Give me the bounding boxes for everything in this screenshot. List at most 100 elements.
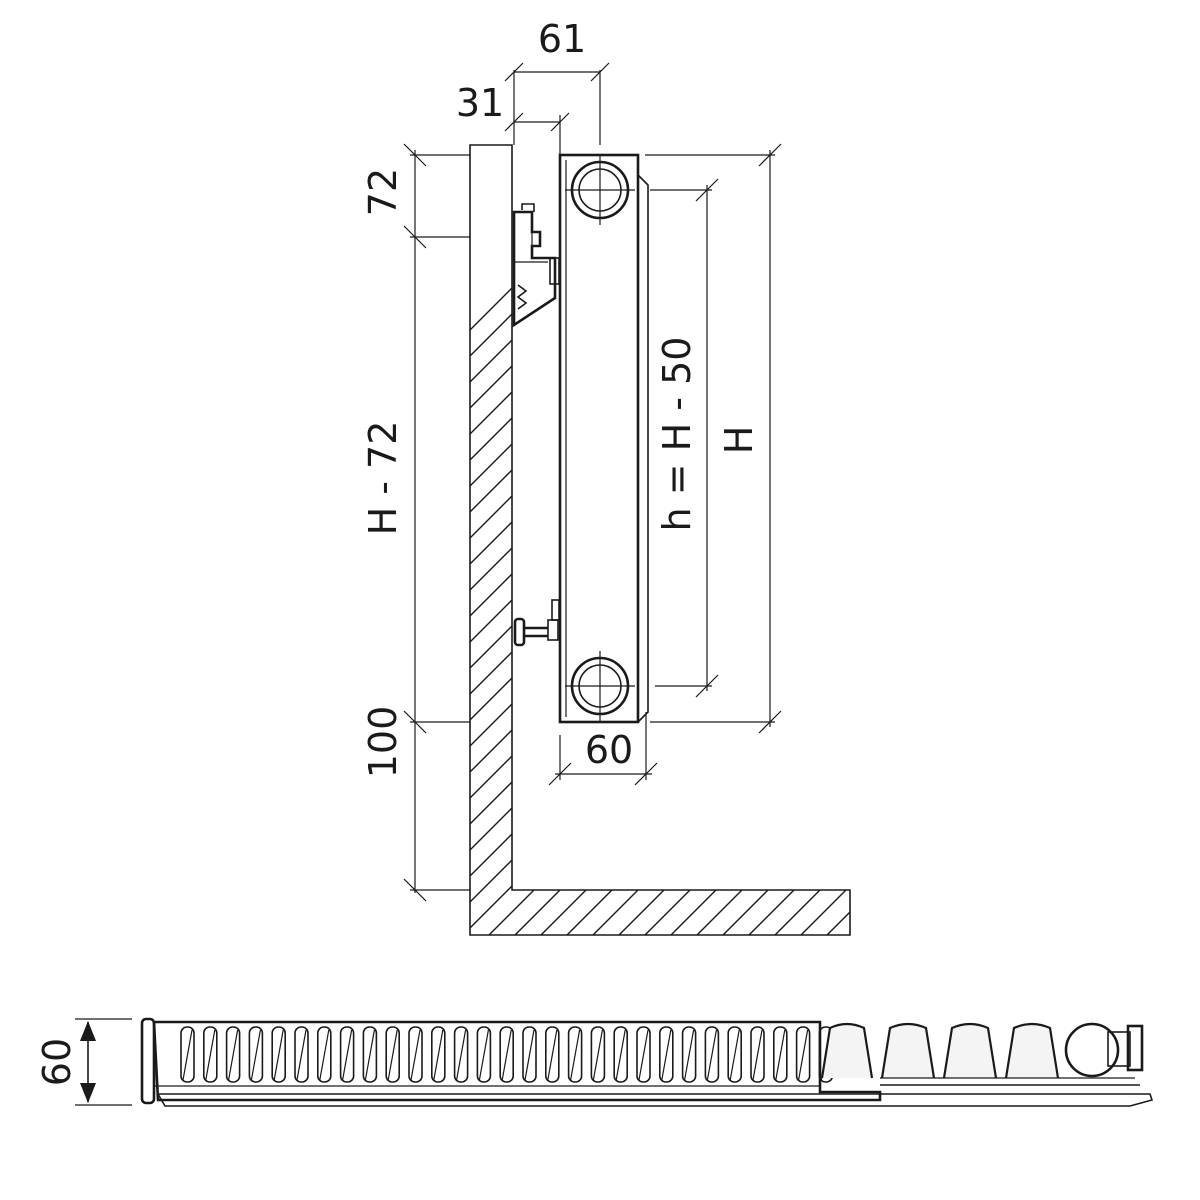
hatch-line bbox=[635, 145, 850, 935]
convector-slot bbox=[339, 1026, 355, 1083]
hatch-line bbox=[817, 145, 850, 935]
wall-and-floor bbox=[469, 100, 1200, 1100]
convector-slot bbox=[430, 1026, 446, 1083]
slot-stroke bbox=[570, 1029, 581, 1081]
dimension-lines bbox=[403, 62, 782, 902]
hatch-line bbox=[470, 145, 850, 935]
convector-slot bbox=[408, 1026, 423, 1083]
convector-slot bbox=[362, 1026, 378, 1083]
hatch-line bbox=[470, 145, 850, 935]
convector-slot bbox=[476, 1026, 492, 1083]
slot-stroke bbox=[798, 1029, 809, 1081]
hatch-line bbox=[470, 145, 850, 935]
convector-fin bbox=[942, 1022, 998, 1079]
hatch-line bbox=[470, 145, 850, 935]
hatch-line bbox=[739, 145, 850, 935]
convector-slot bbox=[499, 1026, 515, 1083]
hatch-line bbox=[470, 145, 850, 935]
convector-slot bbox=[544, 1026, 560, 1083]
hatch-line bbox=[713, 145, 850, 935]
slot-stroke bbox=[775, 1029, 786, 1081]
slot-stroke bbox=[433, 1029, 444, 1081]
slot-stroke bbox=[638, 1029, 649, 1081]
radiator-rear-edge bbox=[637, 174, 649, 723]
convector-slot bbox=[613, 1026, 629, 1083]
hatch-line bbox=[470, 145, 701, 935]
slot-stroke bbox=[706, 1029, 717, 1081]
hatch-line bbox=[470, 145, 850, 935]
slot-stroke bbox=[250, 1029, 261, 1081]
convector-slot bbox=[271, 1026, 287, 1083]
hatch-line bbox=[479, 145, 850, 935]
hatch-line bbox=[470, 145, 850, 935]
convector-slot bbox=[180, 1026, 195, 1083]
convector-slot bbox=[636, 1026, 651, 1083]
section-casing bbox=[152, 1020, 882, 1102]
convector-fin bbox=[1004, 1022, 1060, 1079]
slot-stroke bbox=[205, 1029, 216, 1081]
dim-top-offset-label: 72 bbox=[361, 168, 405, 216]
hatch-line bbox=[531, 145, 850, 935]
dim-bracket-span-label: H - 72 bbox=[361, 421, 405, 536]
slot-stroke bbox=[729, 1029, 740, 1081]
slot-stroke bbox=[684, 1029, 695, 1081]
convector-slot bbox=[522, 1026, 537, 1083]
slot-stroke bbox=[342, 1029, 353, 1081]
slot-stroke bbox=[296, 1029, 307, 1081]
hatch-line bbox=[896, 100, 1200, 1100]
hatch-line bbox=[791, 145, 850, 935]
slot-stroke bbox=[592, 1029, 603, 1081]
hatch-line bbox=[470, 145, 850, 935]
slot-stroke bbox=[456, 1029, 467, 1081]
convector-slot bbox=[567, 1026, 583, 1083]
hatch-line bbox=[470, 145, 850, 935]
convector-slot bbox=[681, 1026, 697, 1083]
slot-stroke bbox=[364, 1029, 375, 1081]
slot-stroke bbox=[524, 1029, 535, 1081]
upper-wall-bracket-icon bbox=[512, 203, 560, 328]
hatch-line bbox=[609, 145, 850, 935]
dim-connection-distance-label: h = H - 50 bbox=[655, 337, 699, 532]
hatch-line bbox=[470, 145, 850, 935]
dim-bottom-offset-label: 100 bbox=[361, 706, 405, 779]
slot-stroke bbox=[501, 1029, 512, 1081]
hatch-line bbox=[687, 145, 850, 935]
hatch-line bbox=[765, 145, 850, 935]
lower-wall-bracket-icon bbox=[513, 599, 560, 647]
hatch-line bbox=[470, 145, 850, 935]
hatch-line bbox=[470, 145, 850, 935]
slot-stroke bbox=[273, 1029, 284, 1081]
convector-fin bbox=[820, 1022, 874, 1079]
slot-stroke bbox=[228, 1029, 239, 1081]
convector-slot bbox=[248, 1026, 264, 1083]
hatch-line bbox=[470, 145, 850, 935]
slot-stroke bbox=[387, 1029, 398, 1081]
wall-hatching bbox=[470, 100, 1200, 1100]
convector-fin bbox=[880, 1022, 936, 1079]
section-bottom-plate bbox=[156, 1093, 1154, 1107]
slot-stroke bbox=[661, 1029, 672, 1081]
slot-stroke bbox=[547, 1029, 558, 1081]
convector-slot bbox=[772, 1026, 788, 1083]
hatch-line bbox=[470, 145, 850, 935]
slot-stroke bbox=[182, 1029, 193, 1081]
radiator-body bbox=[558, 153, 640, 724]
dim-section-depth-label: 60 bbox=[35, 1038, 79, 1086]
hatch-line bbox=[470, 145, 850, 935]
hatch-line bbox=[470, 145, 850, 935]
convector-slot bbox=[453, 1026, 469, 1083]
hatch-line bbox=[470, 145, 779, 935]
wall-outline bbox=[469, 144, 851, 936]
convector-slot bbox=[203, 1026, 218, 1083]
dim-panel-depth-label: 60 bbox=[585, 728, 633, 772]
hatch-line bbox=[583, 145, 850, 935]
convector-slot bbox=[658, 1026, 674, 1083]
convector-slot bbox=[385, 1026, 401, 1083]
bottom-connection-icon bbox=[565, 651, 635, 721]
hatch-line bbox=[470, 145, 850, 935]
section-convector-slots bbox=[180, 1026, 834, 1083]
radiator-side-view bbox=[558, 153, 649, 724]
hatch-line bbox=[470, 145, 727, 935]
hatch-line bbox=[470, 145, 850, 935]
